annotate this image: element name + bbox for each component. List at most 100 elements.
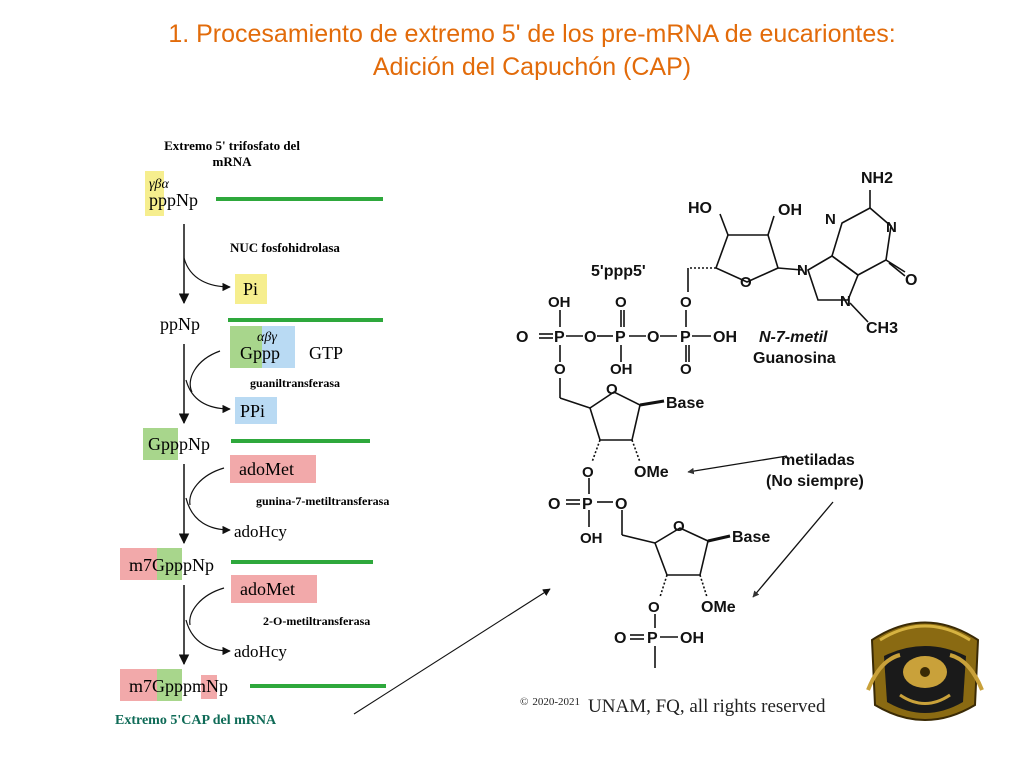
pi-label: Pi [243,279,258,299]
enzyme-gunina-7-metiltransferasa: gunina-7-metiltransferasa [256,494,389,508]
mol-pppNp: pppNp [149,190,198,210]
oh-label-p2-bottom: OH [610,361,633,378]
o-label-ribose2: O [673,518,685,535]
o-label-bridge-1: O [584,329,596,346]
base-label-1: Base [666,395,704,412]
adomet-label-2: adoMet [240,579,295,599]
side-arrow-2b [185,379,231,414]
triphosphate-highlight [145,171,164,216]
greek-label-abg: αβγ [257,330,277,345]
ome-label-2: OMe [701,599,736,616]
p-label-2: P [615,329,626,346]
nh2-label: NH2 [861,170,893,187]
pointer-arrow-to-structure [353,588,551,715]
n-label-1: N [825,211,836,228]
mol-m7GpppmNp: m7GpppmNp [129,676,228,696]
enzyme-nuc-fosfohidrolasa: NUC fosfohidrolasa [230,240,340,255]
no-siempre-label: (No siempre) [766,473,864,490]
base-label-2: Base [732,529,770,546]
o-label-p2-top: O [615,294,627,311]
ho-label: HO [688,200,712,217]
gtp-label: GTP [309,343,343,363]
n-label-4: N [840,293,851,310]
g-highlight-2 [143,428,178,460]
capping-pathway: Extremo 5' trifosfato del mRNA γβα pppNp… [115,138,551,728]
guanosine-label-1: N-7-metil [759,329,828,346]
enzyme-guaniltransferasa: guaniltransferasa [250,376,340,390]
o-label-3prime-2: O [648,599,660,616]
o-label-bridge-2: O [647,329,659,346]
title-line-2: Adición del Capuchón (CAP) [372,53,692,81]
g-highlight-3 [157,548,182,580]
adohcy-label-1: adoHcy [234,522,287,541]
copyright-years: 2020-2021 [532,696,581,708]
o-label-3prime-1: O [582,464,594,481]
cap-structure [539,190,906,668]
o-label-ribose1: O [606,381,618,398]
n-label-2: N [886,219,897,236]
guanosine-ribose [714,234,779,283]
o-label-p3-bottom: O [680,361,692,378]
pathway-header-line2: mRNA [213,154,253,169]
o-label-keto: O [905,272,917,289]
ribose-2 [654,527,709,576]
greek-label-gba: γβα [149,177,169,192]
oh-label-p4: OH [580,530,603,547]
mol-m7GpppNp: m7GpppNp [129,555,214,575]
ppi-box [235,397,277,424]
oh-label-p3: OH [713,329,737,346]
adomet-box-1 [230,455,316,483]
ppi-label: PPi [240,401,265,421]
side-arrow-3b [185,497,231,535]
title-line-1: 1. Procesamiento de extremo 5' de los pr… [168,20,896,48]
side-arrow-2a [189,350,221,393]
oh-label-p1: OH [548,294,571,311]
p-label-4: P [582,496,593,513]
p-label-3: P [680,329,691,346]
slide-title: 1. Procesamiento de extremo 5' de los pr… [80,18,984,84]
side-arrow-3a [189,467,225,506]
adomet-box-2 [231,575,317,603]
m7-highlight [120,548,157,580]
o-label-p5-left: O [614,630,626,647]
pi-box [235,274,267,304]
structure-labels: NH2 HO OH N N N N O O CH3 5'ppp5' OH O O… [516,170,917,647]
enzyme-2-o-metiltransferasa: 2-O-metiltransferasa [263,614,370,628]
o-label-p1-bottom: O [554,361,566,378]
ch3-label: CH3 [866,320,898,337]
side-arrow-4a [189,587,225,626]
ppp-label: 5'ppp5' [591,263,646,280]
copyright-notice: © 2020-2021 UNAM, FQ, all rights reserve… [520,696,826,718]
side-arrow-4b [185,619,231,656]
final-cap-label: Extremo 5'CAP del mRNA [115,713,277,728]
ppp-highlight [262,326,295,368]
p-label-5: P [647,630,658,647]
guanosine-label-2: Guanosina [753,350,836,367]
n-label-3: N [797,262,808,279]
copyright-text: UNAM, FQ, all rights reserved [588,696,826,717]
adohcy-label-2: adoHcy [234,642,287,661]
m-highlight [201,675,217,699]
p-label-1: P [554,329,565,346]
g-highlight [230,326,262,368]
oh-label-top: OH [778,202,802,219]
g-highlight-4 [157,669,182,701]
m7-highlight-2 [120,669,157,701]
oh-label-p5: OH [680,630,704,647]
mol-ppNp: ppNp [160,314,200,334]
ome-label-1: OMe [634,464,669,481]
copyright-symbol: © [520,696,529,708]
o-label-p4-left: O [548,496,560,513]
side-arrow-1 [183,257,231,292]
ribose-1 [589,391,641,441]
pathway-header-line1: Extremo 5' trifosfato del [164,138,300,153]
o-label-p3-top: O [680,294,692,311]
guanine-five-ring [807,255,859,301]
adomet-label-1: adoMet [239,459,294,479]
o-label-left: O [516,329,528,346]
unam-emblem [866,621,984,721]
o-label-ring: O [740,274,752,291]
gppp-label: Gppp [240,343,280,363]
o-label-p4-right: O [615,496,627,513]
